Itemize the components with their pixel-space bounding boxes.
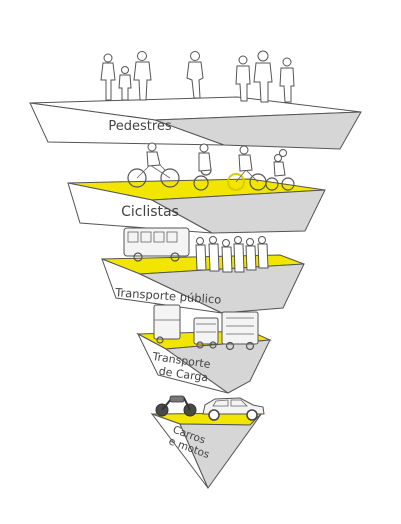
pedestrian-icon bbox=[186, 51, 204, 99]
delivery-truck-icon bbox=[193, 317, 219, 349]
public-transport-figures bbox=[123, 227, 269, 273]
box-truck-icon bbox=[153, 304, 181, 344]
pedestrian-icon bbox=[253, 50, 273, 103]
passenger-icon bbox=[245, 238, 257, 271]
tier-label-cyclists: Ciclistas bbox=[121, 204, 179, 220]
pedestrian-icon bbox=[133, 51, 152, 101]
pedestrian-icon bbox=[235, 55, 251, 102]
passenger-icon bbox=[257, 236, 269, 269]
pedestrian-figures bbox=[100, 50, 295, 103]
tier-pedestrians: Pedestres bbox=[29, 96, 362, 150]
passenger-icon bbox=[195, 237, 207, 271]
tier-cyclists: Ciclistas bbox=[67, 178, 326, 234]
bus-icon bbox=[123, 227, 190, 262]
cyclist-figures bbox=[127, 142, 295, 191]
pedestrian-icon bbox=[279, 57, 295, 103]
tier-label-pedestrians: Pedestres bbox=[108, 119, 172, 134]
freight-figures bbox=[153, 304, 259, 351]
cars-motorcycles-figures bbox=[155, 395, 265, 421]
cargo-truck-icon bbox=[221, 311, 259, 351]
motorcycle-icon bbox=[155, 395, 197, 417]
child-cyclist-icon bbox=[265, 149, 295, 191]
pedestrian-icon bbox=[118, 66, 132, 101]
pedestrian-icon bbox=[100, 53, 116, 101]
bicycle-icon bbox=[227, 145, 267, 191]
car-icon bbox=[202, 397, 265, 421]
passenger-icon bbox=[221, 239, 233, 273]
bicycle-icon bbox=[127, 142, 180, 188]
passenger-icon bbox=[208, 236, 220, 272]
bicycle-icon bbox=[193, 143, 212, 191]
passenger-icon bbox=[233, 236, 245, 273]
tier-cars-motorcycles: Carros e motos bbox=[150, 412, 264, 490]
